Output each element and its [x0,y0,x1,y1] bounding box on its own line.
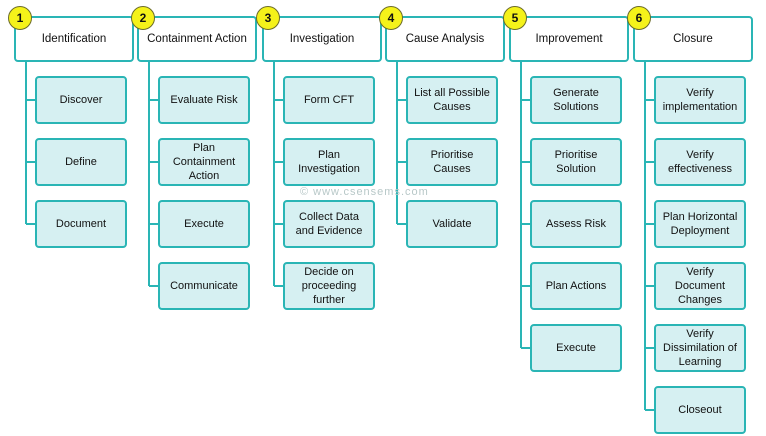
phase-header-closure: Closure [633,16,753,62]
step-box: Discover [35,76,127,124]
step-box: Execute [530,324,622,372]
step-box: Plan Actions [530,262,622,310]
step-box: Verify implementation [654,76,746,124]
step-box: Prioritise Solution [530,138,622,186]
watermark: © www.csensems.com [300,186,429,198]
phase-header-improvement: Improvement [509,16,629,62]
phase-header-investigation: Investigation [262,16,382,62]
step-box: Communicate [158,262,250,310]
phase-header-identification: Identification [14,16,134,62]
step-box: Assess Risk [530,200,622,248]
step-box: Form CFT [283,76,375,124]
step-box: Verify Dissimilation of Learning [654,324,746,372]
step-box: Plan Horizontal Deployment [654,200,746,248]
step-box: Verify Document Changes [654,262,746,310]
step-box: Document [35,200,127,248]
phase-header-cause-analysis: Cause Analysis [385,16,505,62]
step-box: List all Possible Causes [406,76,498,124]
step-box: Execute [158,200,250,248]
step-box: Collect Data and Evidence [283,200,375,248]
step-box: Evaluate Risk [158,76,250,124]
phase-number-badge: 2 [131,6,155,30]
step-box: Plan Investigation [283,138,375,186]
step-box: Define [35,138,127,186]
phase-number-badge: 5 [503,6,527,30]
step-box: Validate [406,200,498,248]
step-box: Prioritise Causes [406,138,498,186]
step-box: Decide on proceeding further [283,262,375,310]
phase-number-badge: 6 [627,6,651,30]
step-box: Plan Containment Action [158,138,250,186]
phase-number-badge: 3 [256,6,280,30]
phase-number-badge: 1 [8,6,32,30]
phase-header-containment-action: Containment Action [137,16,257,62]
step-box: Verify effectiveness [654,138,746,186]
phase-number-badge: 4 [379,6,403,30]
step-box: Generate Solutions [530,76,622,124]
step-box: Closeout [654,386,746,434]
